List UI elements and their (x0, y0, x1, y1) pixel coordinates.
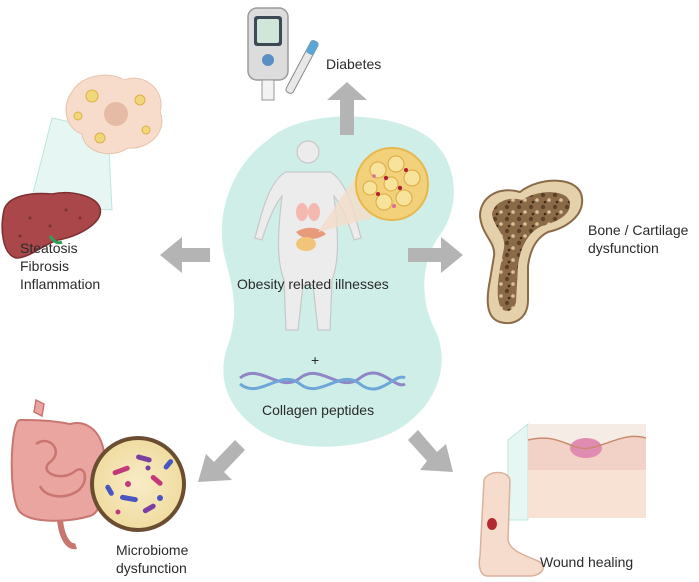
microbiome-magnifier-icon (90, 436, 186, 532)
arrow-right (408, 237, 463, 273)
collagen-helix-icon (239, 371, 406, 391)
bone-label-line1: Bone / Cartilage (588, 222, 689, 238)
collagen-peptides-label: Collagen peptides (262, 402, 375, 418)
arrow-up (327, 82, 367, 135)
insulin-pen-icon (285, 40, 319, 94)
intestine-icon (10, 398, 107, 550)
femur-bone-icon (478, 179, 584, 325)
zoom-beam-skin (507, 422, 529, 521)
liver-label-steatosis: Steatosis (20, 240, 78, 256)
liver-label-inflammation: Inflammation (20, 276, 101, 292)
microbiome-label-line1: Microbiome (116, 542, 189, 558)
plus-sign: + (311, 352, 320, 368)
liver-cell-icon (65, 74, 163, 155)
arrow-down-left (198, 440, 245, 482)
leg-icon (478, 471, 544, 577)
microbiome-label-line2: dysfunction (116, 560, 187, 576)
skin-layer-icon (527, 424, 647, 518)
adipose-tissue-icon (355, 147, 429, 221)
glucose-meter-icon (247, 7, 289, 101)
liver-label-fibrosis: Fibrosis (20, 258, 70, 274)
bone-label-line2: dysfunction (588, 240, 659, 256)
wound-healing-label: Wound healing (540, 554, 634, 570)
diabetes-label: Diabetes (326, 56, 382, 72)
arrow-down-right (408, 430, 453, 472)
liver-icon (1, 192, 102, 259)
arrow-left (160, 237, 210, 273)
obesity-illnesses-label: Obesity related illnesses (237, 276, 389, 292)
